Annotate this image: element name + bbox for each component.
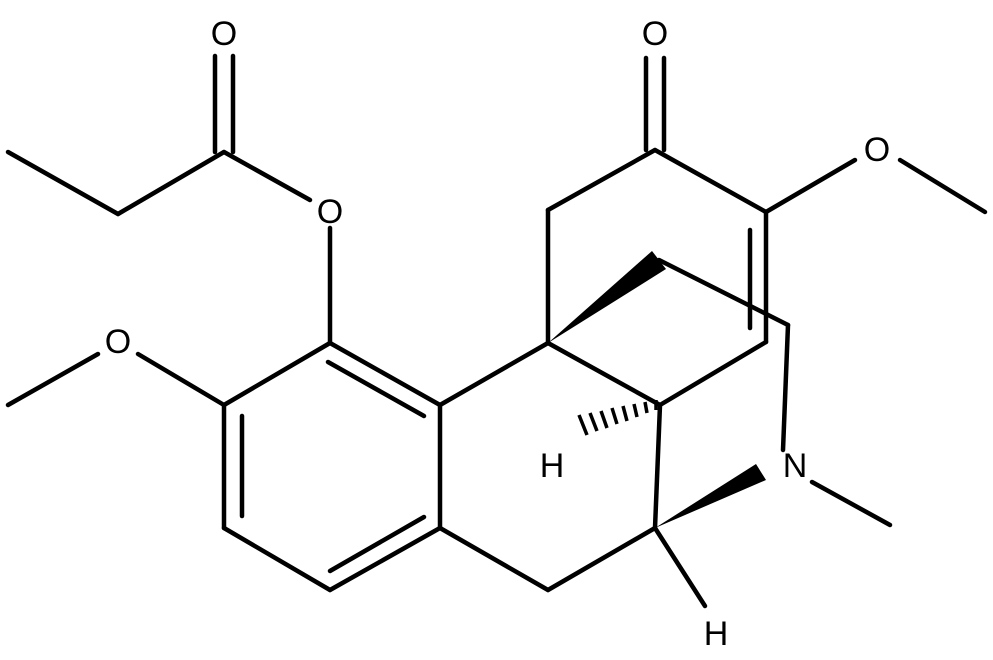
bond (809, 479, 893, 528)
bond (657, 339, 769, 408)
atom-label-nitrogen: N (783, 447, 808, 485)
aromatic-ring (221, 340, 443, 593)
bond (221, 149, 313, 203)
bond (5, 351, 101, 408)
bond (652, 525, 708, 609)
wedge-bond (655, 464, 766, 528)
bond (652, 147, 769, 215)
bond (656, 257, 791, 328)
bond (780, 322, 791, 453)
bond (221, 525, 333, 593)
wedge-bond (548, 251, 666, 343)
propionate-ester-group (5, 53, 333, 346)
bond (545, 340, 663, 408)
bond (327, 340, 443, 408)
atom-label-oxygen: O (317, 193, 343, 231)
bond (545, 147, 658, 213)
ethylamine-bridge (548, 251, 893, 528)
atom-label-hydrogen: H (540, 447, 565, 485)
bond (763, 157, 858, 215)
bond (545, 525, 658, 593)
atom-label-oxygen: O (211, 15, 237, 53)
bond (327, 525, 443, 593)
ring-c (545, 55, 769, 408)
enol-methoxy-group (763, 157, 988, 215)
atom-label-oxygen: O (864, 131, 890, 169)
bond (5, 149, 121, 217)
bond (115, 149, 227, 217)
bond (437, 525, 551, 593)
bond (135, 351, 227, 408)
aryl-methoxy-group (5, 351, 227, 408)
atom-label-hydrogen: H (704, 615, 729, 653)
bond (325, 359, 427, 419)
atom-label-oxygen: O (105, 323, 131, 361)
atom-label-oxygen: O (642, 15, 668, 53)
bond (897, 157, 988, 215)
bond (221, 340, 333, 408)
hashed-bond (577, 400, 658, 436)
bond (437, 340, 551, 408)
bond (327, 514, 427, 574)
bond (652, 402, 663, 531)
ring-b (437, 340, 663, 593)
